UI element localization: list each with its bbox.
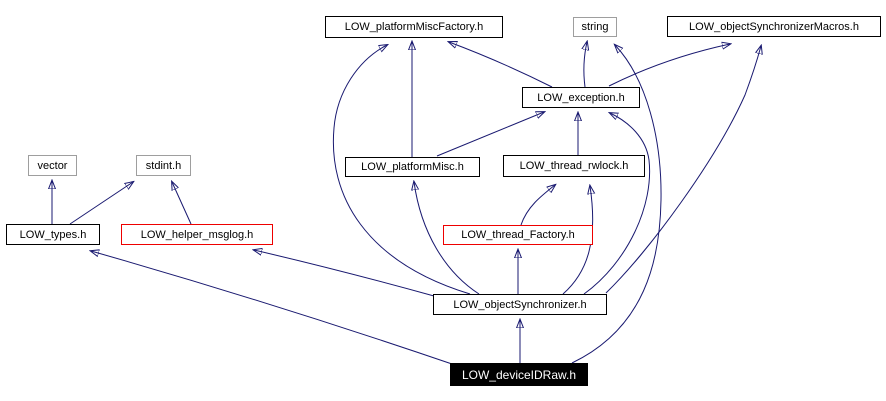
node-low-objectsynchronizermacros-h[interactable]: LOW_objectSynchronizerMacros.h <box>667 16 881 37</box>
node-low-thread-rwlock-h[interactable]: LOW_thread_rwlock.h <box>503 155 645 177</box>
node-low-deviceidraw-h-current: LOW_deviceIDRaw.h <box>450 363 588 386</box>
edge-msglog-to-stdint <box>172 182 192 225</box>
node-low-types-h[interactable]: LOW_types.h <box>6 224 100 245</box>
node-low-platformmiscfactory-h[interactable]: LOW_platformMiscFactory.h <box>325 16 503 38</box>
edge-exception-to-macros <box>608 44 730 87</box>
edge-types-to-stdint <box>69 182 133 225</box>
edge-objsync-to-exception <box>583 113 651 295</box>
node-low-thread-factory-h[interactable]: LOW_thread_Factory.h <box>443 225 593 245</box>
edge-tf-to-rwlock <box>520 185 555 226</box>
node-low-objectsynchronizer-h[interactable]: LOW_objectSynchronizer.h <box>433 294 607 315</box>
edge-exception-to-string <box>584 42 587 88</box>
node-low-exception-h[interactable]: LOW_exception.h <box>522 87 640 108</box>
edge-objsync-to-pmf <box>332 45 471 295</box>
edge-objsync-to-macros <box>605 46 761 294</box>
edge-devidraw-to-string <box>571 45 662 364</box>
edge-devidraw-to-types <box>91 251 453 365</box>
node-stdint-h: stdint.h <box>136 155 191 176</box>
edge-objsync-to-rwlock <box>562 186 593 295</box>
node-low-platformmisc-h[interactable]: LOW_platformMisc.h <box>345 157 480 177</box>
node-string: string <box>573 17 617 37</box>
edge-objsync-to-msglog <box>254 250 435 297</box>
edge-objsync-to-platformmisc <box>414 182 480 295</box>
node-vector: vector <box>28 155 77 176</box>
node-low-helper-msglog-h[interactable]: LOW_helper_msglog.h <box>121 224 273 245</box>
edge-platformmisc-to-exception <box>436 112 544 157</box>
edge-exception-to-pmf <box>449 42 553 88</box>
